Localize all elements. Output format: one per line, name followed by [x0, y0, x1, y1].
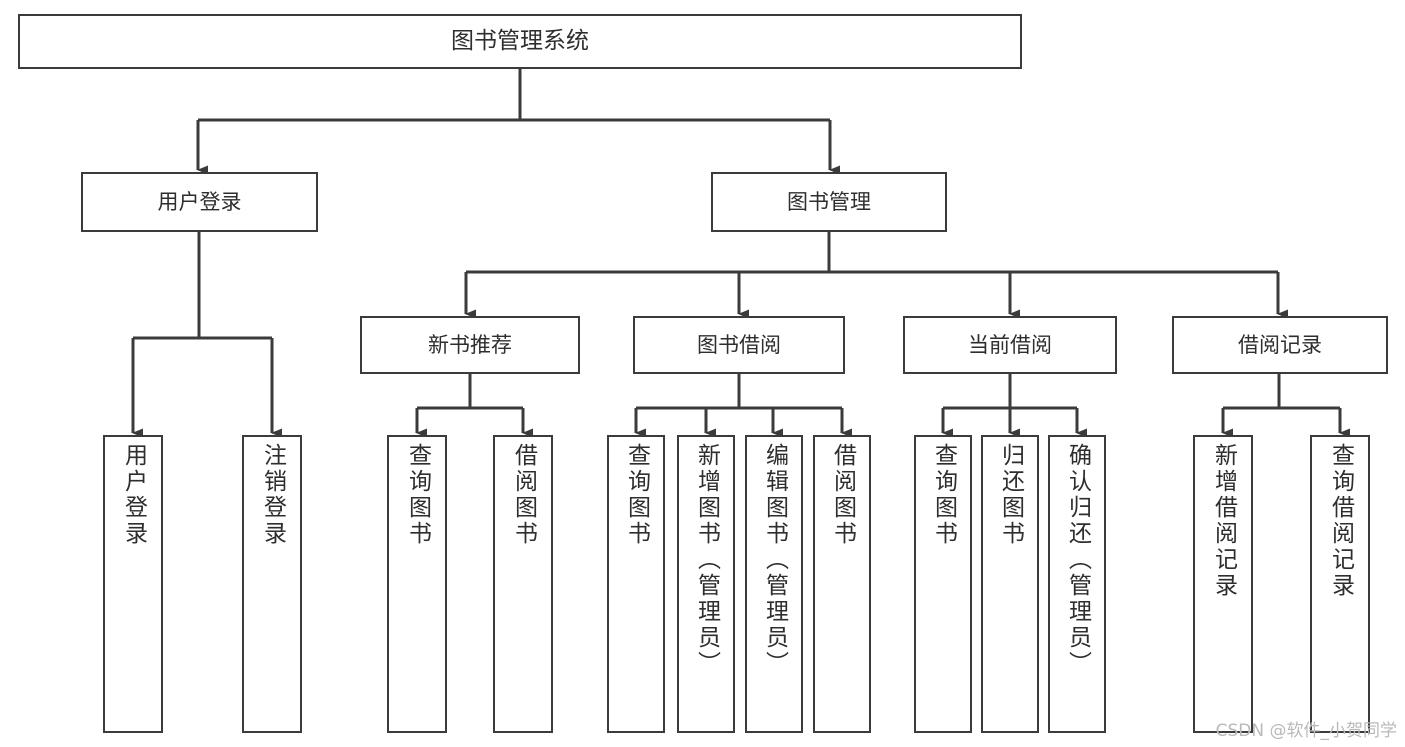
node-label: 用户登录	[120, 443, 147, 547]
node-label: 借阅图书	[829, 443, 856, 547]
leaf-user-login-signin[interactable]: 用户登录	[103, 435, 163, 733]
leaf-new-recommend-query-book[interactable]: 查询图书	[387, 435, 447, 733]
node-label: 查询图书	[623, 443, 650, 547]
node-borrow-record[interactable]: 借阅记录	[1172, 316, 1388, 374]
leaf-book-borrow-borrow-book[interactable]: 借阅图书	[813, 435, 871, 733]
leaf-book-borrow-add-book-admin[interactable]: 新增图书（管理员）	[677, 435, 735, 733]
csdn-watermark: CSDN @软件_小贺同学	[1215, 721, 1397, 741]
node-new-book-recommend[interactable]: 新书推荐	[360, 316, 580, 374]
node-label: 编辑图书（管理员）	[761, 443, 788, 677]
node-label: 图书管理系统	[451, 27, 589, 54]
node-label: 当前借阅	[968, 332, 1052, 357]
node-label: 新增图书（管理员）	[693, 443, 720, 677]
node-label: 查询图书	[930, 443, 957, 547]
node-label: 新增借阅记录	[1210, 443, 1237, 599]
node-label: 图书管理	[787, 189, 871, 214]
leaf-borrow-record-query-record[interactable]: 查询借阅记录	[1310, 435, 1370, 733]
node-label: 查询借阅记录	[1327, 443, 1354, 599]
leaf-current-borrow-query-book[interactable]: 查询图书	[914, 435, 972, 733]
leaf-book-borrow-query-book[interactable]: 查询图书	[607, 435, 665, 733]
node-label: 图书借阅	[697, 332, 781, 357]
node-label: 归还图书	[997, 443, 1024, 547]
leaf-user-login-signout[interactable]: 注销登录	[242, 435, 302, 733]
node-label: 新书推荐	[428, 332, 512, 357]
node-label: 用户登录	[157, 189, 242, 214]
node-book-management[interactable]: 图书管理	[711, 172, 947, 232]
leaf-current-borrow-return-book[interactable]: 归还图书	[981, 435, 1039, 733]
node-user-login[interactable]: 用户登录	[81, 172, 318, 232]
node-label: 借阅图书	[510, 443, 537, 547]
node-label: 注销登录	[259, 443, 286, 547]
leaf-book-borrow-edit-book-admin[interactable]: 编辑图书（管理员）	[745, 435, 803, 733]
node-label: 确认归还（管理员）	[1064, 443, 1091, 677]
node-book-borrow[interactable]: 图书借阅	[633, 316, 845, 374]
node-root-system[interactable]: 图书管理系统	[18, 14, 1022, 69]
leaf-borrow-record-add-record[interactable]: 新增借阅记录	[1193, 435, 1253, 733]
leaf-new-recommend-borrow-book[interactable]: 借阅图书	[493, 435, 553, 733]
leaf-current-borrow-confirm-return-admin[interactable]: 确认归还（管理员）	[1048, 435, 1106, 733]
node-label: 借阅记录	[1238, 332, 1322, 357]
node-label: 查询图书	[404, 443, 431, 547]
node-current-borrow[interactable]: 当前借阅	[903, 316, 1117, 374]
